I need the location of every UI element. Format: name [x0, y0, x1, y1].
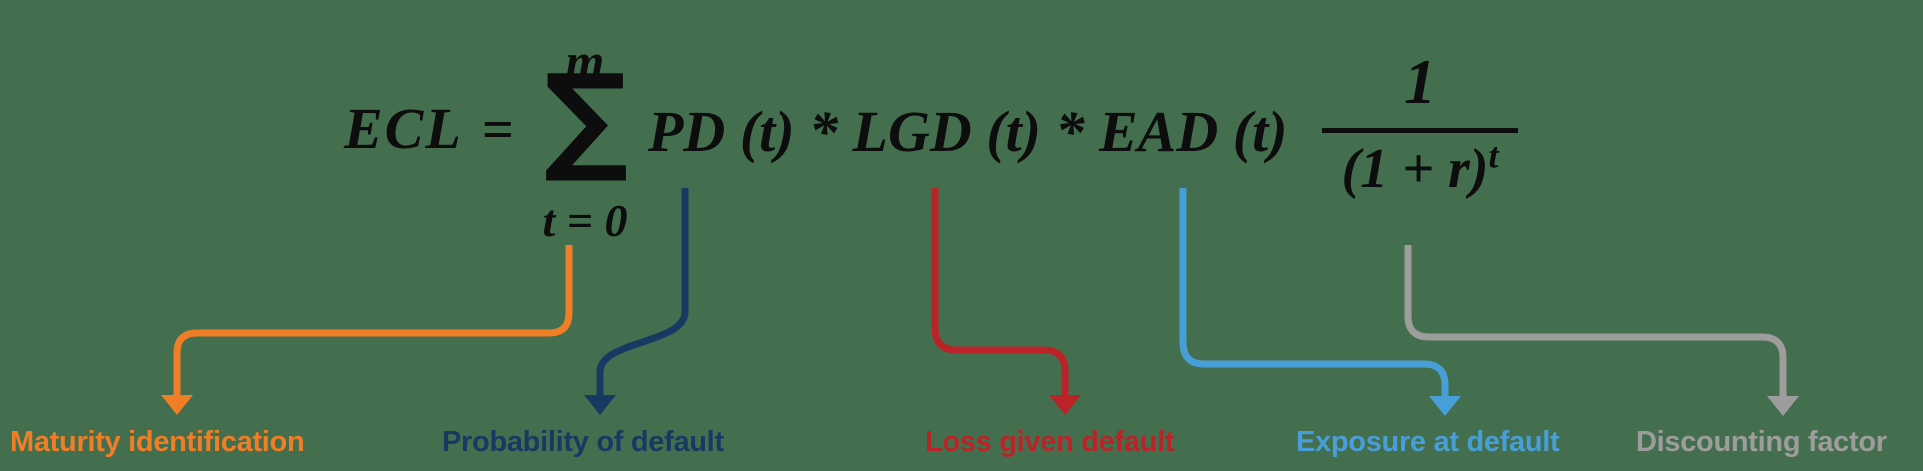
lgd-arrow: [931, 188, 1081, 415]
formula-lhs-ecl: ECL: [344, 96, 463, 161]
fraction-denominator: (1 + r)t: [1320, 133, 1520, 197]
ead-arrow: [1179, 188, 1461, 416]
summation-sigma-symbol: ∑: [543, 48, 629, 186]
label-probability-of-default: Probability of default: [442, 426, 724, 458]
discount-fraction: 1 (1 + r)t: [1320, 50, 1520, 197]
formula-terms: PD (t) * LGD (t) * EAD (t): [648, 99, 1288, 164]
label-loss-given-default: Loss given default: [925, 426, 1175, 458]
label-exposure-at-default: Exposure at default: [1296, 426, 1560, 458]
formula-equals-sign: =: [482, 99, 514, 161]
pd-arrow-head: [584, 395, 616, 415]
discount-arrow: [1404, 245, 1799, 416]
fraction-denominator-base: (1 + r): [1341, 138, 1489, 200]
maturity-arrow: [161, 245, 573, 415]
maturity-arrow-head: [161, 395, 193, 415]
lgd-arrow-head: [1049, 395, 1081, 415]
fraction-denominator-exponent: t: [1488, 135, 1499, 176]
fraction-bar: [1322, 128, 1518, 133]
discount-arrow-head: [1767, 396, 1799, 416]
label-discounting-factor: Discounting factor: [1636, 426, 1887, 458]
label-maturity-identification: Maturity identification: [10, 426, 305, 458]
summation-lower-bound: t = 0: [542, 195, 628, 246]
pd-arrow: [584, 188, 689, 415]
summation-upper-bound: m: [565, 33, 605, 89]
fraction-numerator: 1: [1404, 46, 1436, 117]
ead-arrow-head: [1429, 396, 1461, 416]
